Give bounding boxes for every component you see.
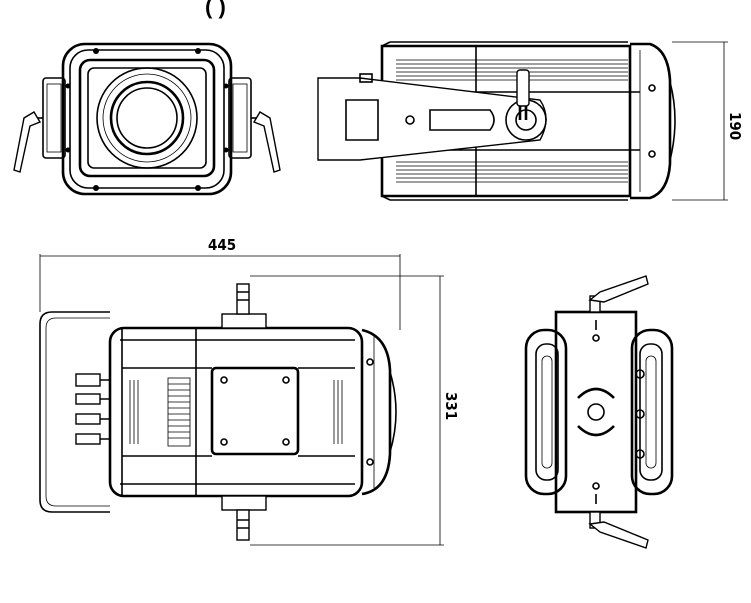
screw-dot-icon [65,48,229,191]
top-body [108,326,364,498]
back-right-ear [630,328,674,496]
side-view: 190 [317,41,744,201]
front-lens-outer [96,67,198,169]
back-center-plate [554,310,638,514]
top-knob-lower [236,509,250,541]
top-view: 445 331 [39,236,460,546]
dimension-length: 445 [208,236,236,254]
dimension-side-height: 190 [726,112,744,140]
back-left-ear [524,328,568,496]
lever-knob-icon [13,111,281,173]
back-handle-top [588,275,649,313]
side-ribs [396,59,628,183]
front-housing-outer [61,42,233,196]
top-view-handle [39,311,110,513]
side-yoke [317,77,547,161]
side-front-cap [630,42,672,200]
top-vents [129,377,343,447]
header-partial-text: ( ) [205,0,226,19]
dimension-overall-height: 331 [442,392,460,420]
back-view [524,275,674,549]
back-handle-bottom [588,511,649,549]
cable-connector-icon [75,373,110,445]
top-center-plate [210,366,300,456]
front-view [13,42,281,196]
top-knob-upper [236,283,250,315]
